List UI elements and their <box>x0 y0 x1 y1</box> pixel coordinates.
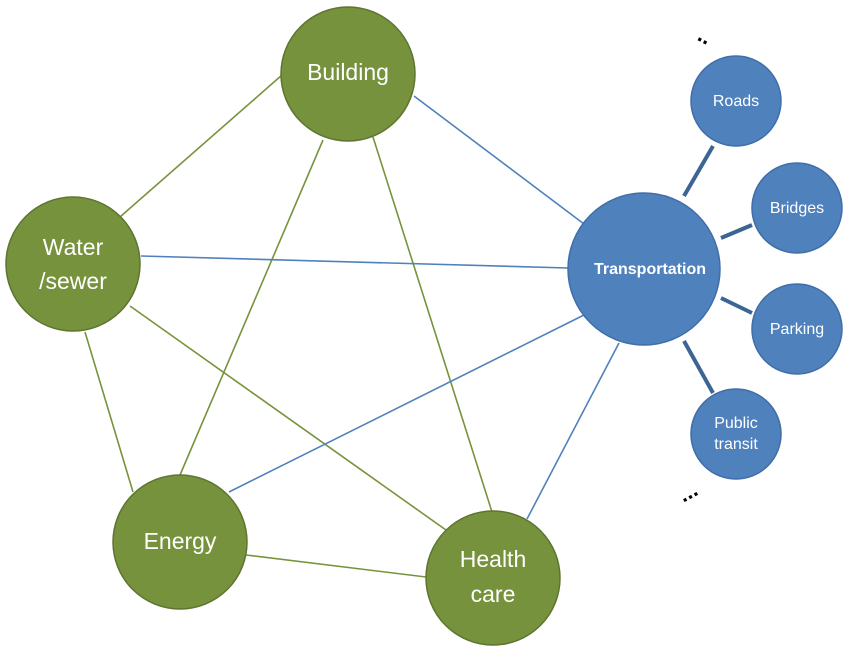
ellipsis-bottom: ... <box>674 476 702 507</box>
subnode-parking-label: Parking <box>770 321 824 338</box>
subnode-roads: Roads <box>690 55 782 147</box>
node-health-care: Health care <box>425 510 561 646</box>
node-water-label-line1: Water <box>43 234 104 260</box>
node-energy: Energy <box>112 474 248 610</box>
node-health-label-line1: Health <box>460 546 526 572</box>
subnode-public-transit-label-line2: transit <box>714 436 758 453</box>
edge-building-water <box>119 74 283 218</box>
subnode-public-transit: Public transit <box>690 388 782 480</box>
subnode-parking: Parking <box>751 283 843 375</box>
edge-energy-health <box>245 554 427 578</box>
edge-building-energy <box>179 139 324 476</box>
spoke-edges <box>682 144 753 394</box>
edge-water-transportation <box>140 255 569 269</box>
node-health-label-line2: care <box>471 581 516 607</box>
blue-edges <box>140 95 620 520</box>
green-edges <box>84 74 493 578</box>
edge-water-health <box>129 305 447 531</box>
node-building: Building <box>280 6 416 142</box>
subnode-bridges-label: Bridges <box>770 200 824 217</box>
node-transportation-label: Transportation <box>594 261 706 278</box>
subnode-roads-label: Roads <box>713 93 759 110</box>
ellipsis-top: .. <box>694 22 717 50</box>
edge-energy-transportation <box>228 313 587 493</box>
subnode-public-transit-label-line1: Public <box>714 415 758 432</box>
spoke-parking <box>720 296 753 315</box>
edge-building-transportation <box>413 95 585 225</box>
node-water-label-line2: /sewer <box>39 268 107 294</box>
node-water-sewer: Water /sewer <box>5 196 141 332</box>
spoke-roads <box>682 144 715 198</box>
edge-health-transportation <box>526 342 620 520</box>
spoke-bridges <box>720 223 753 240</box>
subnode-bridges: Bridges <box>751 162 843 254</box>
edge-building-health <box>372 136 493 513</box>
node-transportation: Transportation <box>567 192 721 346</box>
node-energy-label: Energy <box>144 528 217 554</box>
node-building-label: Building <box>307 59 389 85</box>
edge-water-energy <box>84 331 134 493</box>
spoke-public-transit <box>682 340 715 394</box>
